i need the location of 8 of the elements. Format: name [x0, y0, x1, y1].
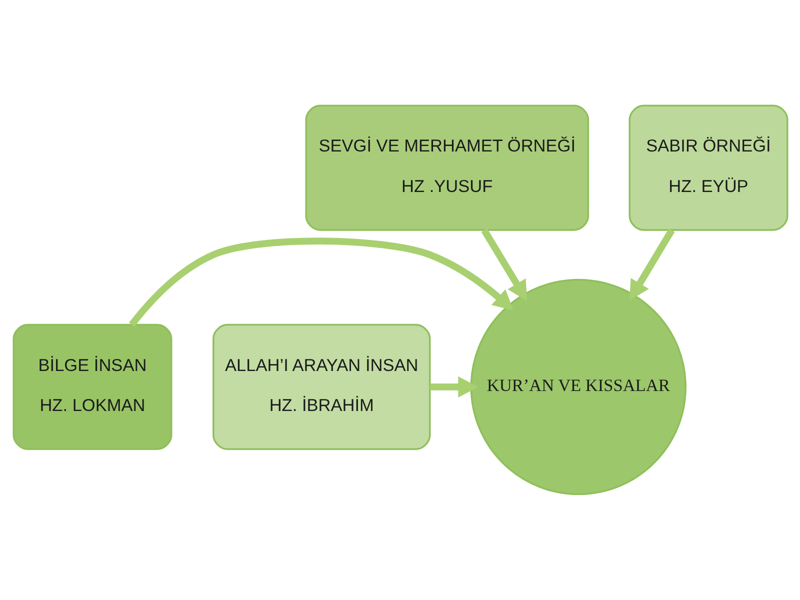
- arrow: [429, 376, 478, 398]
- arrow: [628, 228, 674, 301]
- node-box: BİLGE İNSAN HZ. LOKMAN: [12, 324, 172, 450]
- node-box: ALLAH’I ARAYAN İNSAN HZ. İBRAHİM: [212, 324, 430, 450]
- arrow: [480, 228, 527, 302]
- node-box: SABIR ÖRNEĞİ HZ. EYÜP: [628, 104, 788, 231]
- arrow: [128, 238, 513, 327]
- node-box: SEVGİ VE MERHAMET ÖRNEĞİ HZ .YUSUF: [304, 104, 589, 231]
